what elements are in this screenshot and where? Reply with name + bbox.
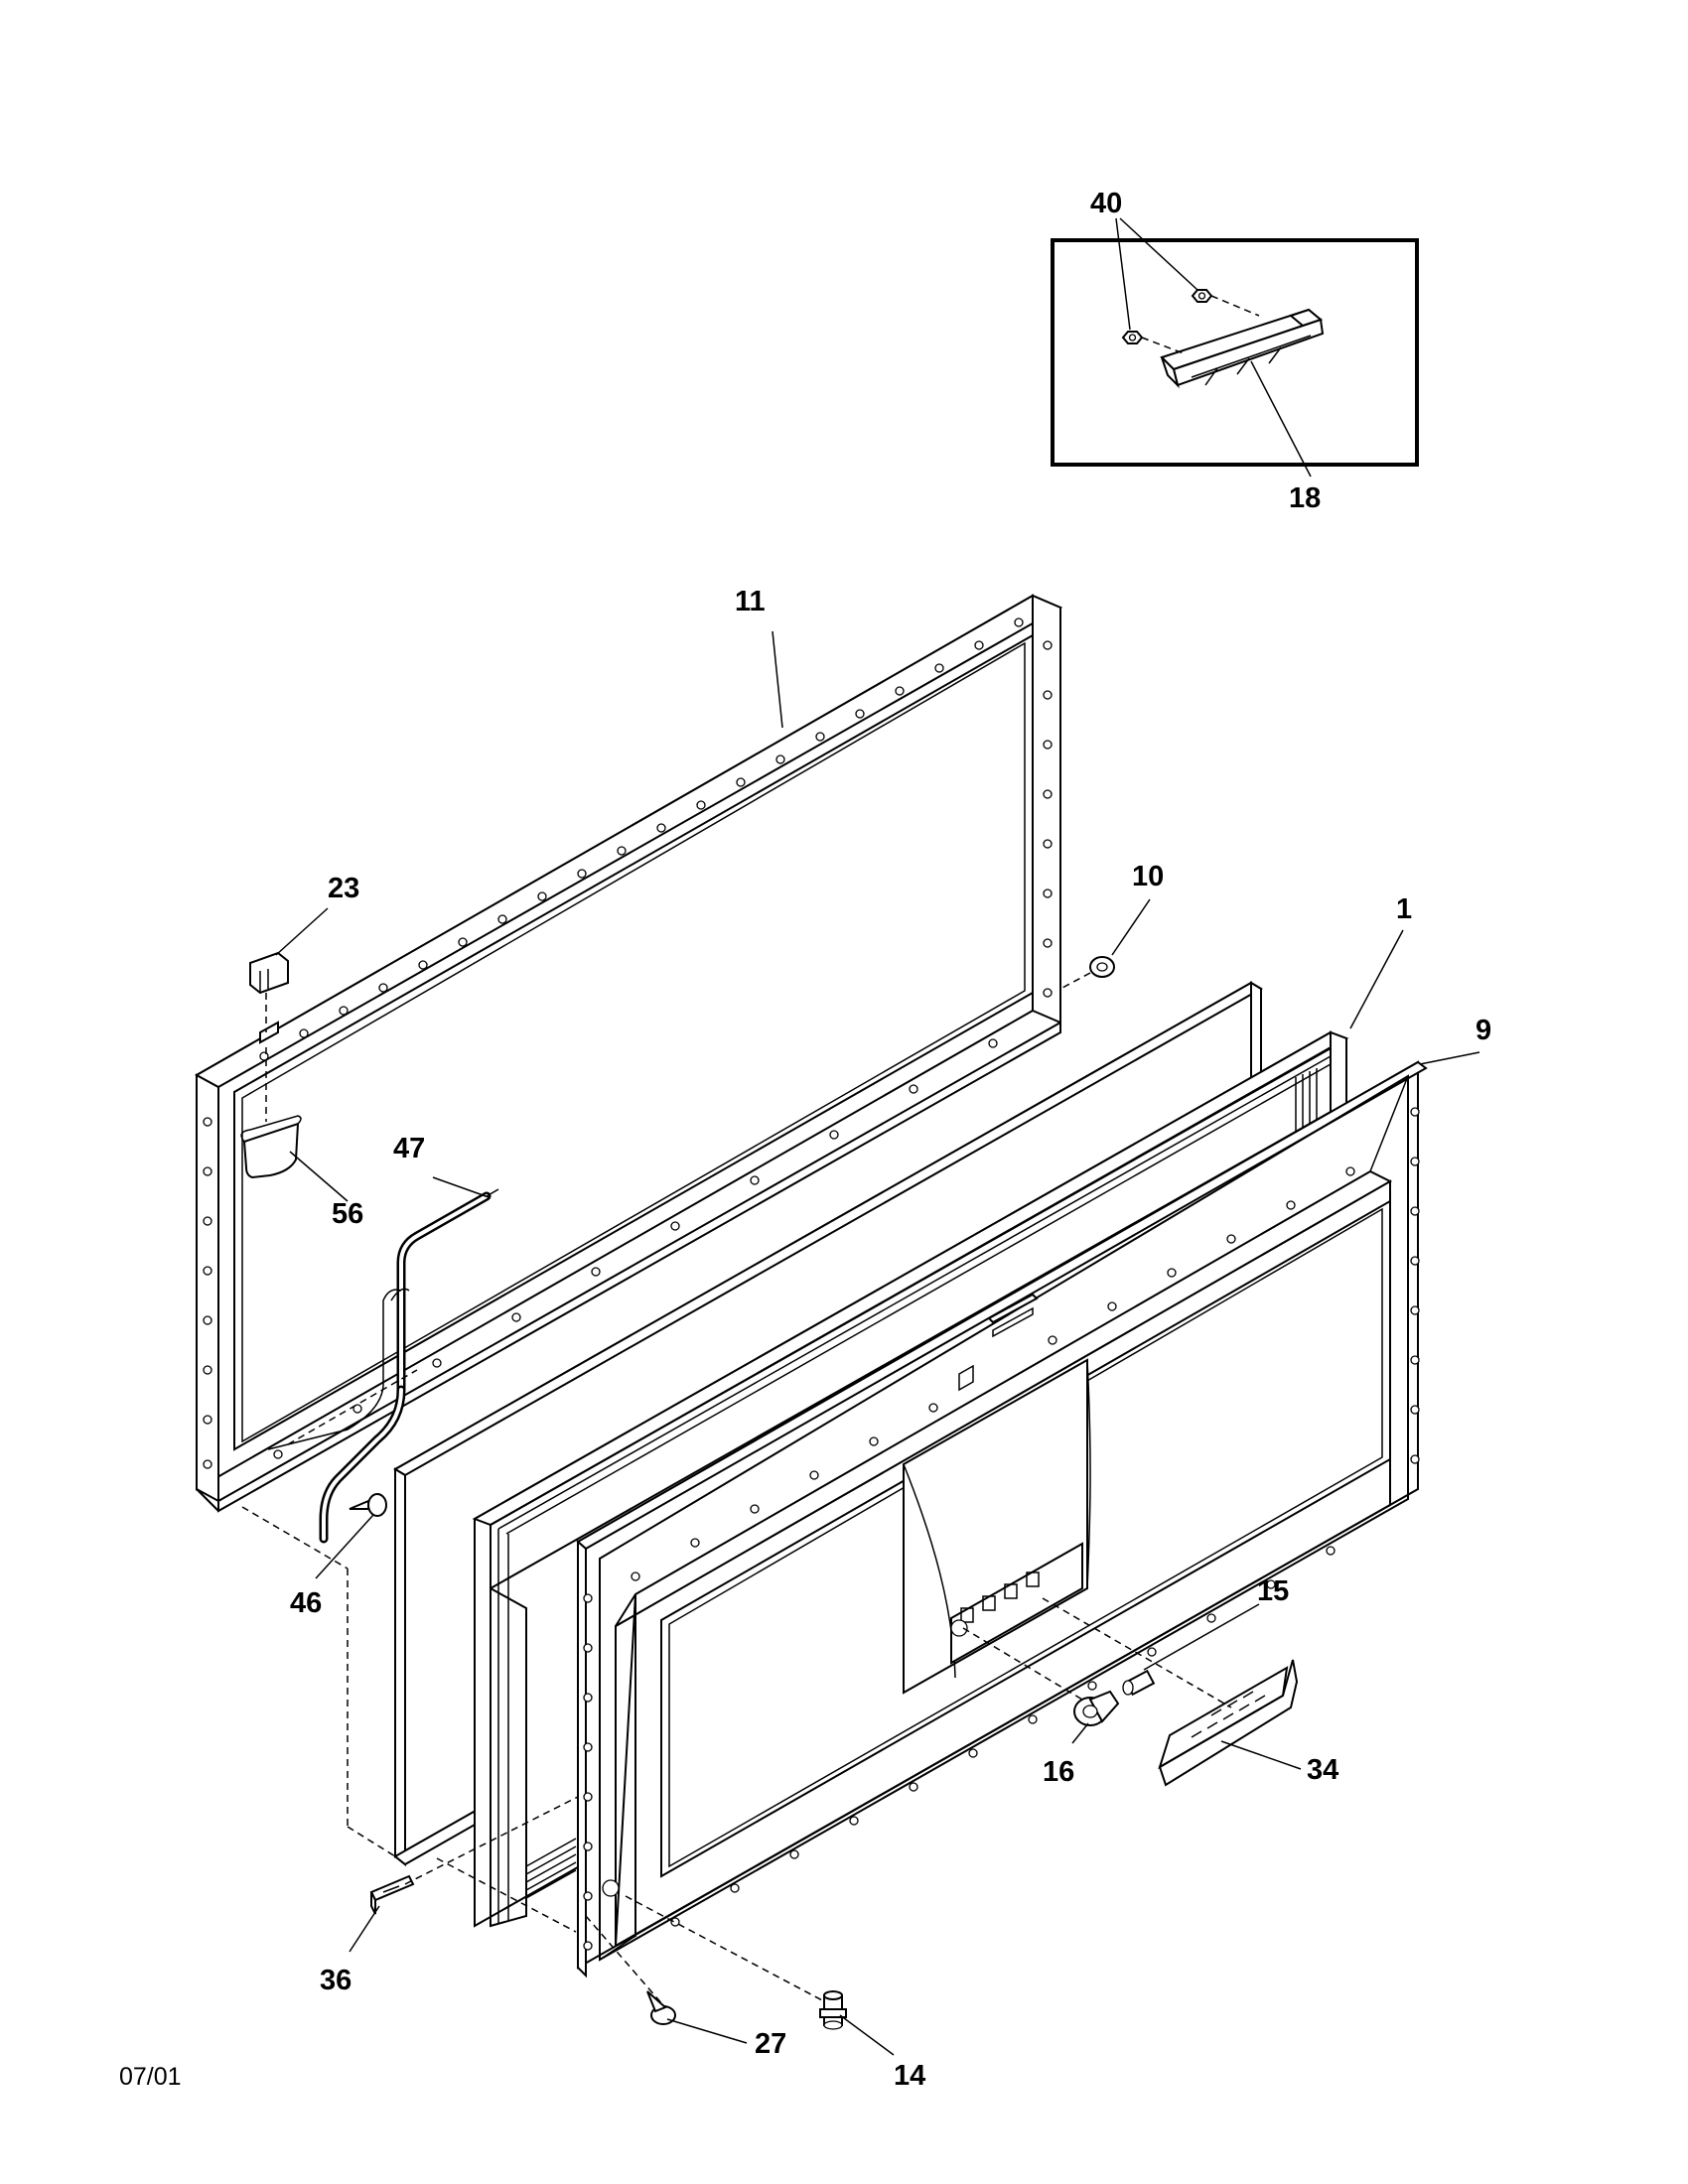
pin-part-14 (819, 1990, 847, 2030)
revision-date: 07/01 (119, 2063, 182, 2091)
handle-part-18 (1160, 308, 1325, 389)
callout-23: 23 (328, 873, 359, 904)
door-holes (583, 1107, 1420, 1951)
plate-part-36 (369, 1874, 415, 1915)
liner-holes (203, 617, 1053, 1469)
shaft-part-15 (1122, 1669, 1156, 1697)
callout-56: 56 (332, 1198, 363, 1230)
leader-lines (275, 630, 1480, 2056)
screw-part-46 (349, 1493, 387, 1517)
liner-frame-part-11 (194, 594, 1063, 1513)
callout-47: 47 (393, 1133, 425, 1164)
trim-vents (1191, 1691, 1266, 1738)
callout-1: 1 (1396, 893, 1412, 925)
assembly-lines (241, 1369, 825, 2006)
callout-27: 27 (755, 2028, 786, 2060)
clip-part-23 (249, 951, 289, 1122)
knob-part-16 (1073, 1690, 1120, 1726)
callout-11: 11 (735, 586, 766, 617)
callout-46: 46 (290, 1587, 322, 1619)
callout-15: 15 (1257, 1575, 1289, 1607)
callout-18: 18 (1289, 482, 1321, 514)
callout-34: 34 (1307, 1754, 1338, 1786)
nut-part-40-b (1191, 289, 1213, 303)
handle-inset (1051, 217, 1419, 478)
heater-wire-part-47 (267, 1188, 499, 1544)
door-panel-part-9 (576, 1060, 1428, 1979)
callout-14: 14 (894, 2060, 925, 2092)
plug-part-10 (1061, 956, 1115, 989)
callout-10: 10 (1132, 861, 1164, 892)
trim-part-34 (1158, 1659, 1299, 1787)
callout-36: 36 (320, 1965, 352, 1996)
callout-9: 9 (1476, 1015, 1491, 1046)
bracket-part-56 (240, 1115, 302, 1179)
screw-part-27 (646, 1990, 676, 2025)
nut-part-40-a (1121, 331, 1144, 344)
callout-40: 40 (1090, 188, 1122, 219)
inset-frame (1051, 238, 1419, 467)
callout-16: 16 (1043, 1756, 1074, 1788)
